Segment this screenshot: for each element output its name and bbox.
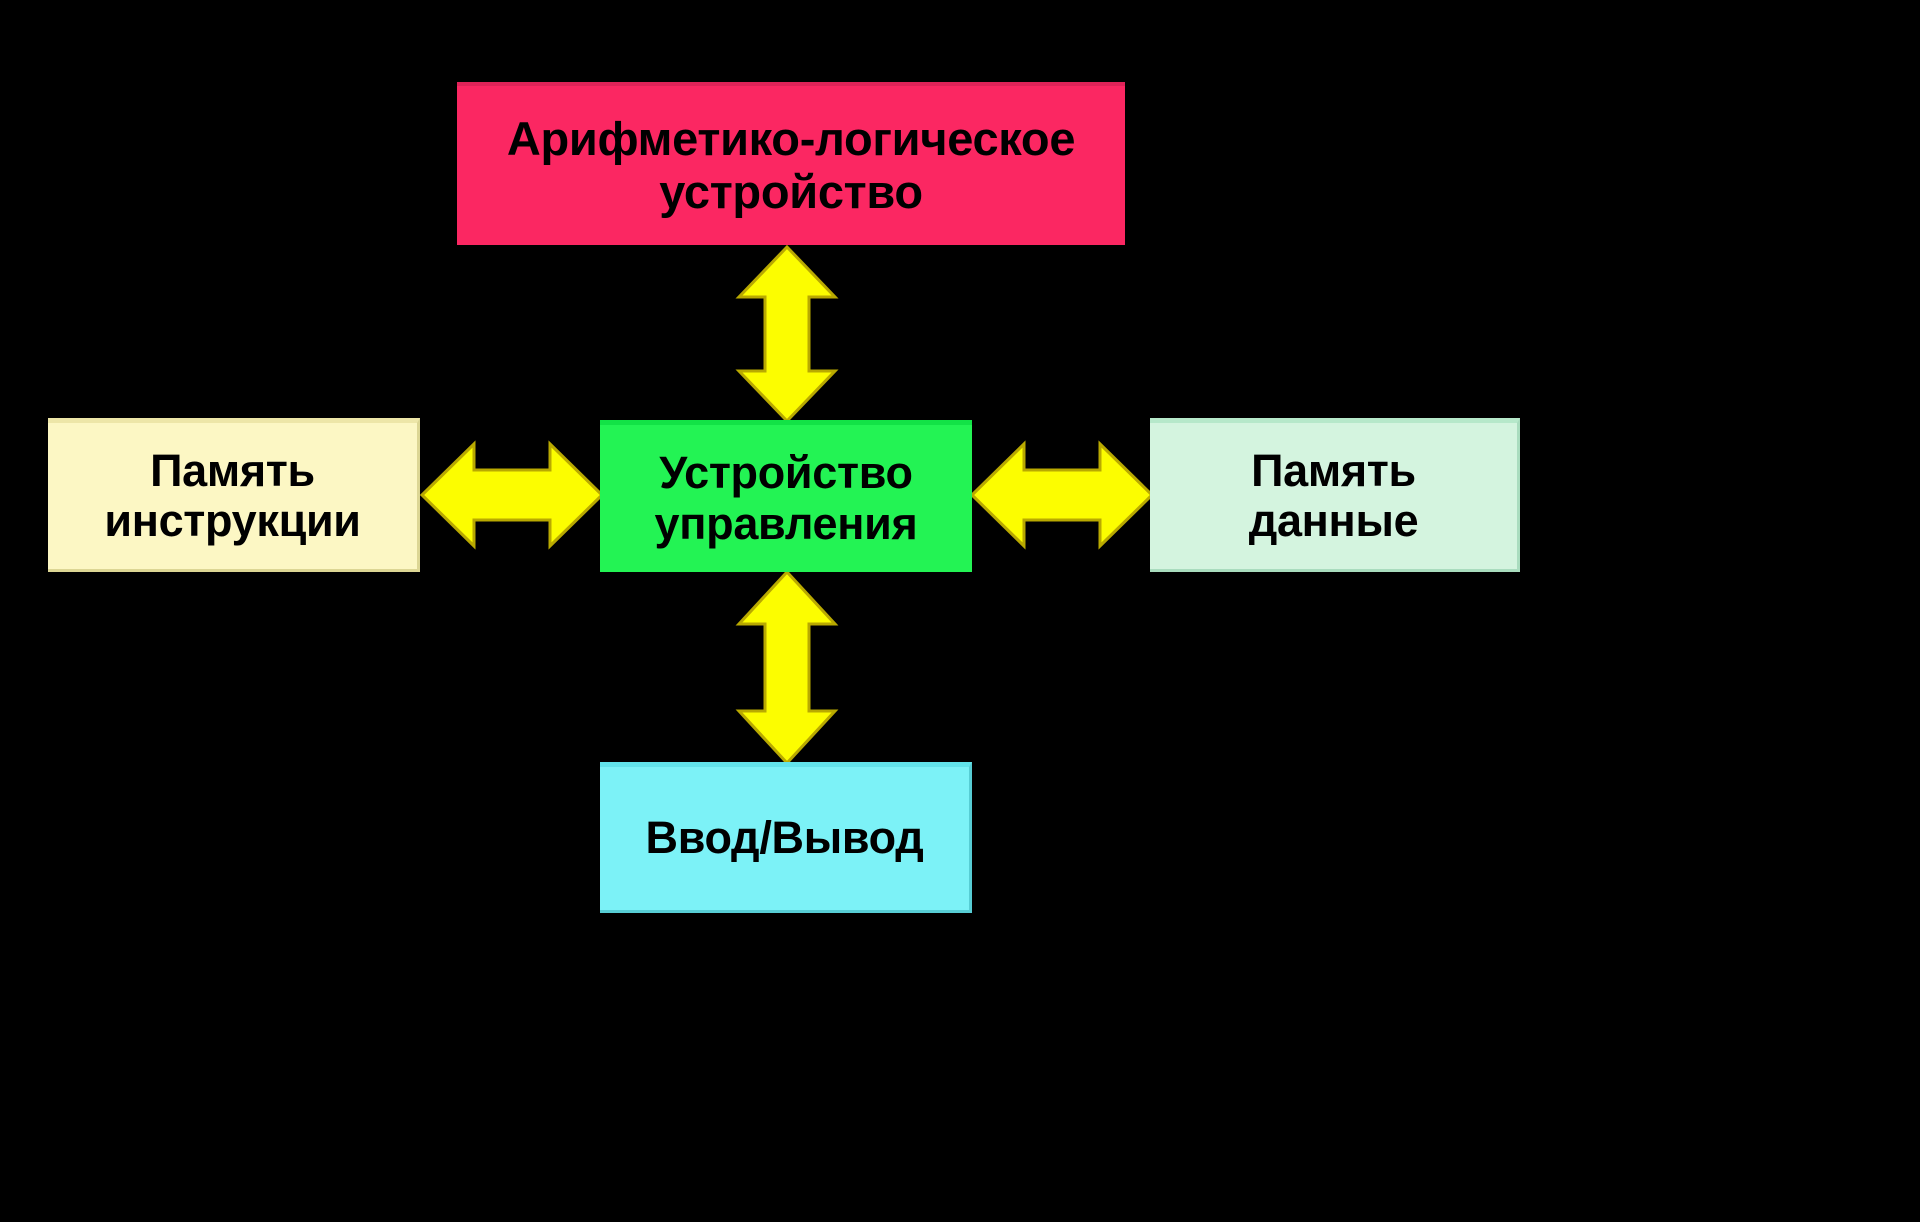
node-label-input-output: Ввод/Вывод [645,812,924,864]
node-arithmetic-logic-unit[interactable]: Арифметико-логическое устройство [457,82,1125,245]
connector-alu-control-unit-arrow [735,244,839,424]
connector-control-unit-input-output-arrow [735,569,839,766]
double-headed-arrow-shape [969,440,1155,550]
node-control-unit[interactable]: Устройство управления [600,420,972,572]
node-label-data-memory: Память данные [1248,444,1419,546]
double-headed-arrow-shape [735,569,839,766]
node-label-arithmetic-logic-unit: Арифметико-логическое устройство [506,111,1076,218]
connector-control-unit-data-memory-arrow [969,440,1155,550]
node-label-control-unit: Устройство управления [654,447,918,549]
connector-instruction-memory-control-unit-arrow [419,440,605,550]
node-label-instruction-memory: Память инструкции [104,444,361,546]
node-instruction-memory[interactable]: Память инструкции [48,418,420,572]
node-input-output[interactable]: Ввод/Вывод [600,762,972,913]
node-data-memory[interactable]: Память данные [1150,418,1520,572]
double-headed-arrow-shape [735,244,839,424]
double-headed-arrow-shape [419,440,605,550]
